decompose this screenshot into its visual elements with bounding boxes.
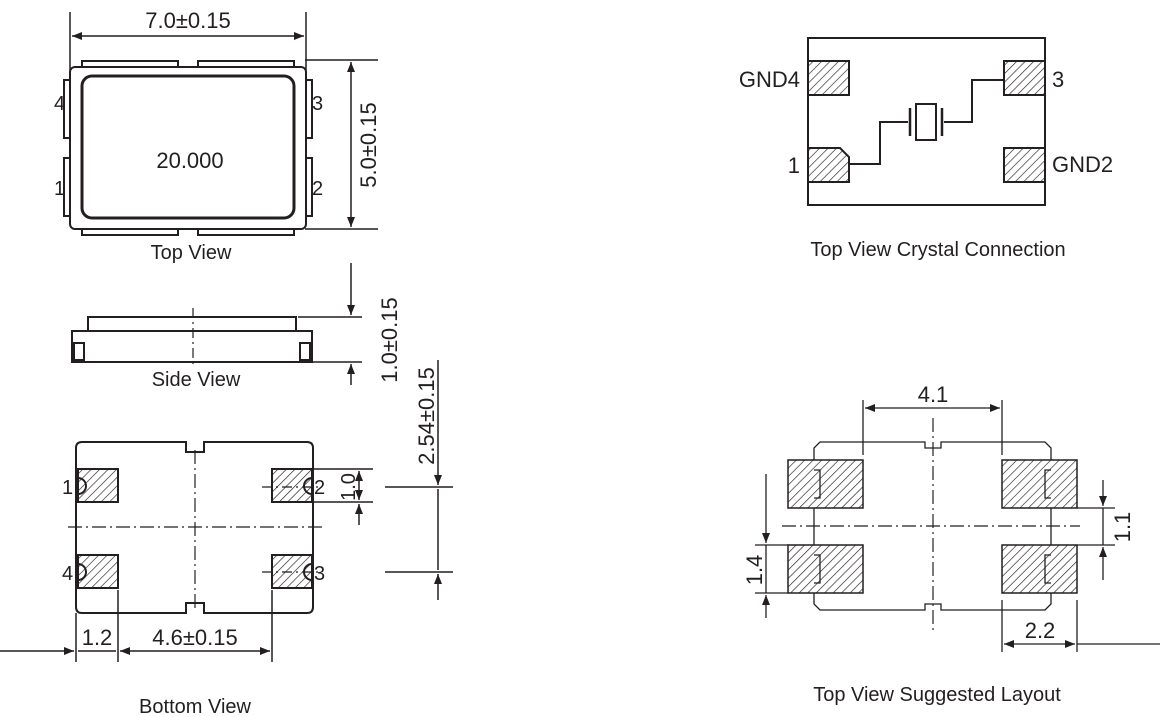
side-view-caption: Side View [152,369,241,391]
bottom-pin-4: 4 [62,563,73,585]
crystal-connection-caption: Top View Crystal Connection [810,239,1065,261]
crystal-label-3: 3 [1052,67,1064,92]
layout-pad-bottom-right [1001,544,1078,594]
layout-dim-left-label: 1.4 [742,555,767,586]
bottom-view-caption: Bottom View [139,696,251,717]
crystal-pad-gnd2 [1003,147,1046,183]
bottom-view [0,360,453,662]
package-outline [69,66,307,230]
bottom-pin-1: 1 [62,477,73,499]
bottom-pad-width-label: 1.2 [82,625,113,650]
top-width-label: 7.0±0.15 [145,8,230,33]
suggested-layout-view [755,400,1160,652]
top-pin-1: 1 [54,178,65,200]
bottom-pad-span-label: 4.6±0.15 [152,625,237,650]
layout-pad-top-right [1001,459,1078,509]
top-pin-3: 3 [312,93,323,115]
bottom-pin-3: 3 [314,563,325,585]
side-thickness-label: 1.0±0.15 [377,297,402,382]
layout-caption: Top View Suggested Layout [813,684,1061,706]
crystal-label-1: 1 [788,153,800,178]
bottom-pin-2: 2 [314,477,325,499]
top-view-caption: Top View [151,242,232,264]
crystal-pad-3 [1003,60,1046,96]
crystal-symbol [915,103,937,141]
crystal-package-outline [807,37,1046,206]
bottom-pad-1 [77,468,119,503]
package-lid [80,74,296,220]
bottom-pad-height-label: 1.0 [338,473,360,501]
layout-dim-bottom-label: 2.2 [1025,618,1056,643]
top-height-label: 5.0±0.15 [356,102,381,187]
crystal-pad-gnd4 [807,60,850,96]
layout-pad-bottom-left [787,544,864,594]
crystal-connection-view [807,37,1046,206]
bottom-pin-spacing-label: 2.54±0.15 [414,367,439,465]
top-pin-2: 2 [312,178,323,200]
layout-dim-right-label: 1.1 [1110,512,1135,543]
side-view [71,263,362,385]
bottom-pad-4 [77,554,119,589]
bottom-package-outline [75,441,314,614]
crystal-label-gnd4: GND4 [739,67,800,92]
crystal-pad-1 [807,147,850,183]
top-marking: 20.000 [156,148,223,173]
bottom-pad-2 [271,468,313,503]
top-view [63,12,378,236]
crystal-label-gnd2: GND2 [1052,152,1113,177]
layout-pad-top-left [787,459,864,509]
layout-dim-top-label: 4.1 [918,382,949,407]
top-pin-4: 4 [54,93,65,115]
